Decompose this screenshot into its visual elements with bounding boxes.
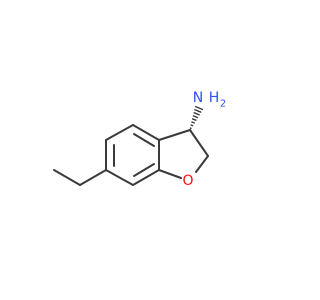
ring-bond-c4-c4-inner <box>133 133 155 147</box>
wedge-hash-line <box>192 114 199 119</box>
wedge-hash-line <box>190 124 194 127</box>
benzene-ring <box>105 124 160 186</box>
stereo-hashed-wedge <box>189 105 204 130</box>
hydrogen-label: H <box>209 90 220 106</box>
wedge-hash-line <box>193 111 200 116</box>
furan-ring <box>158 129 209 179</box>
bond-c3-c2 <box>189 129 209 157</box>
bond-c3a-c3 <box>158 129 191 141</box>
ring-bond-c7-c7a-inner <box>133 163 155 177</box>
nitrogen-label: N <box>193 90 203 106</box>
bond-c2-o1 <box>195 155 209 173</box>
oxygen-label: O <box>182 173 193 189</box>
bond-ch2-ch3 <box>53 169 81 186</box>
bond-o1-c7a <box>158 169 182 179</box>
structure-canvas: N H 2 O <box>53 90 226 189</box>
ethyl-group <box>53 169 107 186</box>
bond-c6-ch2 <box>79 169 107 186</box>
wedge-hash-line <box>189 127 192 130</box>
wedge-hash-line <box>191 121 196 124</box>
wedge-hash-line <box>194 105 204 111</box>
wedge-hash-line <box>191 118 197 122</box>
hydrogen-count-subscript: 2 <box>220 99 226 110</box>
wedge-hash-line <box>194 108 202 113</box>
ring-bond-c7-c7a <box>132 169 160 186</box>
ring-bond-c3a-c4 <box>132 124 160 141</box>
ring-bond-c4-c5 <box>105 124 134 141</box>
molecule-drawing: N H 2 O <box>53 90 226 189</box>
ring-bond-c6-c7 <box>105 169 134 186</box>
